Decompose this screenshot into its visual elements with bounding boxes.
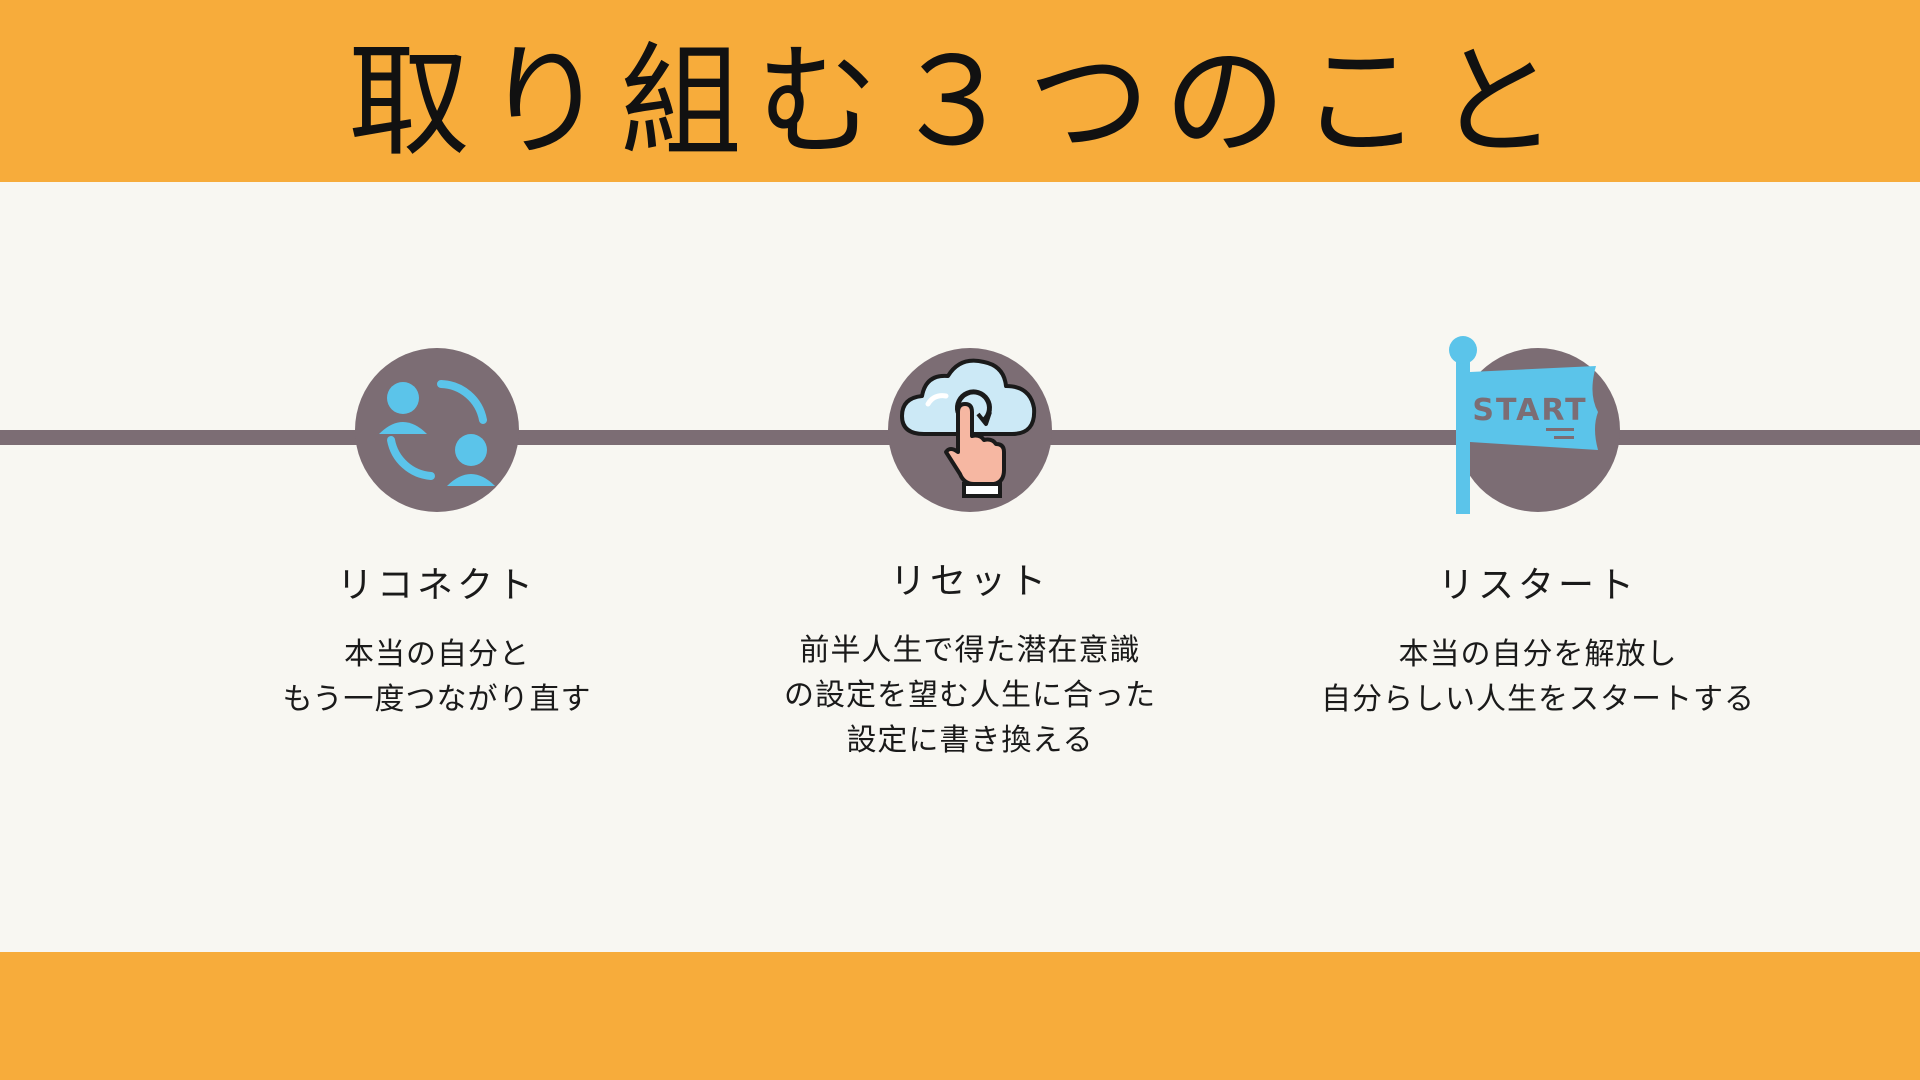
- header-band: [0, 0, 1920, 182]
- item-title: リコネクト: [336, 565, 537, 606]
- cloud-reset-hand-icon: [900, 358, 1037, 498]
- item-description: 前半人生で得た潜在意識 の設定を望む人生に合った 設定に書き換える: [710, 628, 1230, 763]
- reconnect-people-icon: [379, 380, 495, 486]
- page-title: 取り組む３つのこと: [348, 30, 1572, 173]
- item-description-line: 前半人生で得た潜在意識: [799, 633, 1141, 668]
- item-description-line: の設定を望む人生に合った: [784, 678, 1156, 713]
- start-flag-icon: START: [1449, 336, 1598, 514]
- item-description-line: 本当の自分と: [344, 637, 530, 672]
- item-description: 本当の自分を解放し 自分らしい人生をスタートする: [1278, 632, 1798, 722]
- item-description-line: 設定に書き換える: [846, 723, 1094, 758]
- flag-text: START: [1472, 393, 1587, 428]
- item-description-line: 本当の自分を解放し: [1398, 637, 1678, 672]
- item-description-line: 自分らしい人生をスタートする: [1321, 682, 1755, 717]
- item-description-line: もう一度つながり直す: [282, 682, 592, 717]
- item-description: 本当の自分と もう一度つながり直す: [177, 632, 697, 722]
- item-title: リスタート: [1437, 565, 1638, 606]
- footer-band: [0, 952, 1920, 1080]
- item-title: リセット: [889, 561, 1050, 602]
